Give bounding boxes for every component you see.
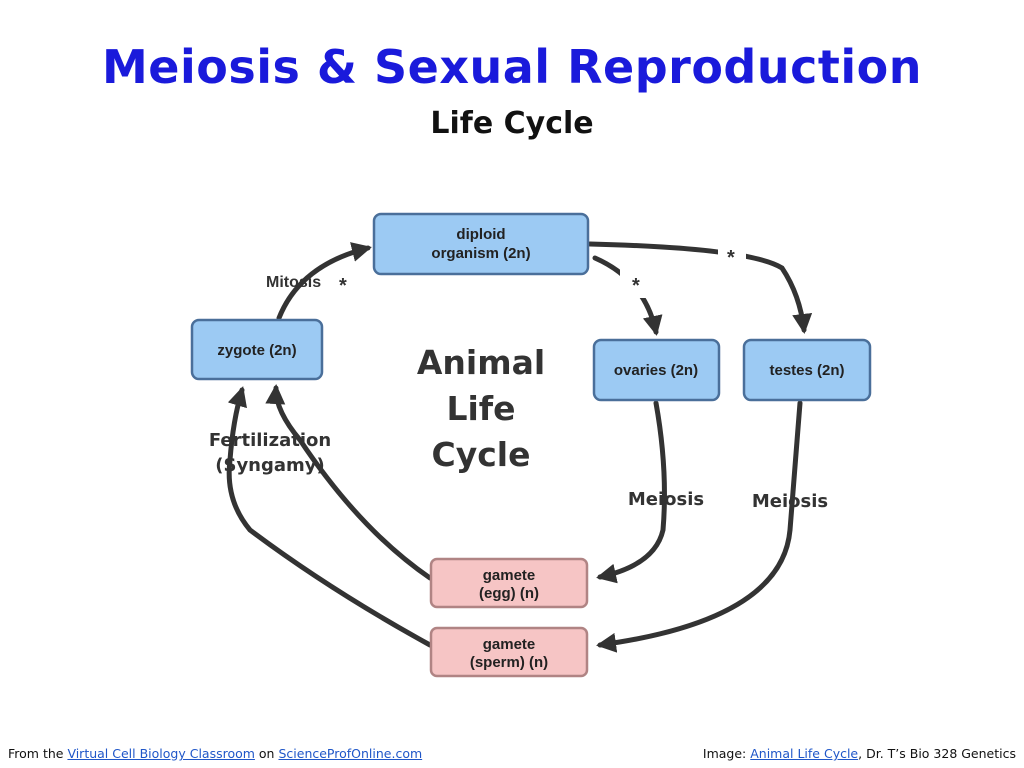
ovaries-label: ovaries (2n) — [614, 362, 698, 379]
fertilization-label-line2: (Syngamy) — [215, 455, 325, 476]
scienceprofonline-link[interactable]: ScienceProfOnline.com — [278, 746, 423, 761]
zygote-label: zygote (2n) — [217, 342, 296, 359]
virtual-cell-link[interactable]: Virtual Cell Biology Classroom — [67, 746, 255, 761]
diploid-label-line1: diploid — [456, 226, 505, 243]
egg-label-line2: (egg) (n) — [479, 585, 539, 602]
diploid-label-line2: organism (2n) — [431, 245, 530, 262]
center-label-line2: Life — [446, 389, 515, 428]
node-testes: testes (2n) — [742, 338, 872, 402]
center-label-line3: Cycle — [432, 435, 531, 474]
asterisk-testes: * — [727, 247, 735, 269]
footer-source-prefix: From the — [8, 746, 68, 761]
footer-source-mid: on — [254, 746, 279, 761]
meiosis-left-label: Meiosis — [628, 489, 704, 510]
node-ovaries: ovaries (2n) — [592, 338, 721, 402]
center-label-line1: Animal — [417, 343, 545, 382]
arrow-diploid-to-testes — [587, 241, 813, 334]
node-gamete-egg: gamete (egg) (n) — [429, 557, 589, 609]
meiosis-right-label: Meiosis — [752, 491, 828, 512]
arrow-egg-to-zygote — [265, 384, 433, 581]
mitosis-label: Mitosis — [266, 274, 321, 291]
arrow-ovaries-to-egg — [596, 400, 667, 584]
slide-subtitle: Life Cycle — [430, 106, 594, 141]
arrow-zygote-to-diploid — [276, 242, 372, 321]
arrow-testes-to-sperm — [596, 400, 803, 653]
egg-label-line1: gamete — [483, 567, 536, 584]
animal-life-cycle-link[interactable]: Animal Life Cycle — [750, 746, 859, 761]
footer-image-suffix: , Dr. T’s Bio 328 Genetics — [858, 746, 1016, 761]
slide-title: Meiosis & Sexual Reproduction — [102, 40, 922, 94]
footer-image-prefix: Image: — [702, 746, 751, 761]
node-diploid-organism: diploid organism (2n) — [372, 212, 590, 276]
fertilization-label-line1: Fertilization — [209, 430, 331, 451]
node-gamete-sperm: gamete (sperm) (n) — [429, 626, 589, 678]
arrow-sperm-to-zygote — [226, 386, 433, 648]
sperm-label-line1: gamete — [483, 636, 536, 653]
footer-source: From the Virtual Cell Biology Classroom … — [8, 746, 422, 761]
asterisk-mitosis: * — [339, 275, 347, 297]
footer-image-credit: Image: Animal Life Cycle, Dr. T’s Bio 32… — [703, 746, 1016, 761]
sperm-label-line2: (sperm) (n) — [470, 654, 548, 671]
asterisk-ovaries: * — [632, 275, 640, 297]
node-zygote: zygote (2n) — [190, 318, 324, 381]
life-cycle-diagram: diploid organism (2n) zygote (2n) ovarie… — [190, 212, 872, 678]
testes-label: testes (2n) — [769, 362, 844, 379]
